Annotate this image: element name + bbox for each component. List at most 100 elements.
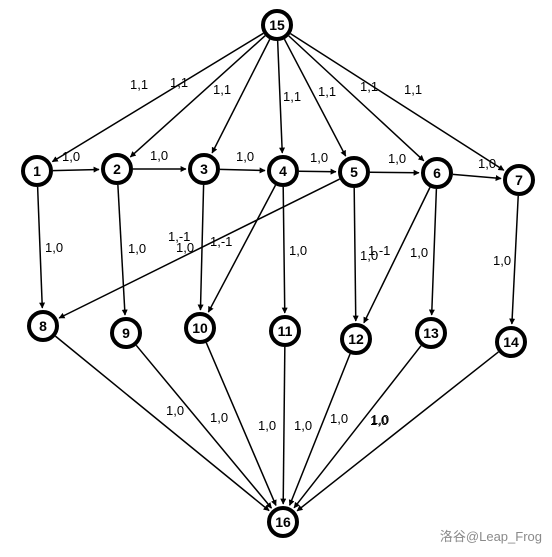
node-8: 8 <box>27 310 59 342</box>
node-label-7: 7 <box>515 172 523 188</box>
edge-label-5-6: 1,0 <box>388 151 406 166</box>
node-13: 13 <box>415 317 447 349</box>
node-circle-14 <box>495 326 527 358</box>
edge-label-2-3: 1,0 <box>150 148 168 163</box>
edge-15-3 <box>211 38 271 154</box>
node-7: 7 <box>503 164 535 196</box>
edge-label-2-9: 1,0 <box>128 241 146 256</box>
node-9: 9 <box>110 317 142 349</box>
node-label-2: 2 <box>113 161 121 177</box>
node-circle-16 <box>267 506 299 538</box>
edge-label-7-14: 1,0 <box>493 253 511 268</box>
node-2: 2 <box>101 153 133 185</box>
edge-label-8-16: 1,0 <box>166 403 184 418</box>
edge-5-6 <box>369 169 420 176</box>
node-label-4: 4 <box>279 163 287 179</box>
node-10: 10 <box>184 312 216 344</box>
node-label-15: 15 <box>269 17 285 33</box>
node-label-9: 9 <box>122 325 130 341</box>
node-label-11: 11 <box>278 323 293 339</box>
node-14: 14 <box>495 326 527 358</box>
edge-5-8 <box>58 178 340 319</box>
edge-8-16 <box>54 335 270 512</box>
edge-label-5-8: 1,-1 <box>168 229 190 244</box>
node-label-3: 3 <box>200 161 208 177</box>
edge-2-9 <box>117 184 128 316</box>
edge-4-10 <box>207 184 277 313</box>
edge-13-16 <box>293 345 422 509</box>
node-circle-2 <box>101 153 133 185</box>
node-circle-10 <box>184 312 216 344</box>
edge-label-6-7: 1,0 <box>478 156 496 171</box>
watermark: 洛谷@Leap_Frog <box>439 529 542 544</box>
edge-7-14 <box>509 195 519 325</box>
edge-15-4 <box>276 40 286 154</box>
node-circle-11 <box>269 315 301 347</box>
edge-15-2 <box>129 35 266 158</box>
edge-15-1 <box>51 32 264 163</box>
edge-label-6-12: 1,-1 <box>368 243 390 258</box>
node-label-8: 8 <box>39 318 47 334</box>
edge-label-4-5: 1,0 <box>310 150 328 165</box>
node-circle-15 <box>261 9 293 41</box>
edge-label-15-7: 1,1 <box>404 82 422 97</box>
node-circle-5 <box>338 156 370 188</box>
edge-label-13-16: 1,0 <box>370 413 388 428</box>
node-circle-9 <box>110 317 142 349</box>
edge-4-11 <box>281 186 288 314</box>
edge-11-16 <box>280 346 287 505</box>
node-circle-7 <box>503 164 535 196</box>
node-4: 4 <box>267 155 299 187</box>
node-circle-13 <box>415 317 447 349</box>
node-6: 6 <box>421 157 453 189</box>
edge-5-12 <box>352 187 359 322</box>
edge-label-11-16: 1,0 <box>294 418 312 433</box>
edge-1-2 <box>52 166 100 173</box>
edge-6-13 <box>428 188 438 316</box>
node-circle-3 <box>188 153 220 185</box>
node-circle-12 <box>340 323 372 355</box>
node-circle-1 <box>21 155 53 187</box>
node-15: 15 <box>261 9 293 41</box>
edge-10-16 <box>205 342 277 507</box>
edge-3-4 <box>219 167 266 174</box>
edge-label-6-13: 1,0 <box>410 245 428 260</box>
node-label-5: 5 <box>350 164 358 180</box>
node-label-6: 6 <box>433 165 441 181</box>
node-label-13: 13 <box>423 325 439 341</box>
node-12: 12 <box>340 323 372 355</box>
edge-15-5 <box>283 38 347 157</box>
edge-label-5-12: 1,0 <box>360 248 378 263</box>
edge-label-15-1: 1,1 <box>130 77 148 92</box>
node-3: 3 <box>188 153 220 185</box>
node-circle-8 <box>27 310 59 342</box>
edge-label-3-4: 1,0 <box>236 149 254 164</box>
node-circle-6 <box>421 157 453 189</box>
node-label-16: 16 <box>275 514 291 530</box>
edge-label-15-6: 1,1 <box>360 79 378 94</box>
edge-label-9-16: 1,0 <box>210 410 228 425</box>
edge-label-4-11: 1,0 <box>289 243 307 258</box>
edge-label-4-10: 1,-1 <box>210 234 232 249</box>
node-circle-4 <box>267 155 299 187</box>
edge-label-3-10: 1,0 <box>176 240 194 255</box>
edge-15-7 <box>290 32 505 171</box>
node-11: 11 <box>269 315 301 347</box>
edge-9-16 <box>135 344 273 509</box>
edge-6-7 <box>452 173 502 181</box>
edge-4-5 <box>298 168 337 175</box>
edge-label-10-16: 1,0 <box>258 418 276 433</box>
node-label-14: 14 <box>503 334 519 350</box>
node-16: 16 <box>267 506 299 538</box>
edge-label-1-2: 1,0 <box>62 149 80 164</box>
node-label-10: 10 <box>192 320 208 336</box>
edge-label-14-16: 1,0 <box>371 412 389 427</box>
edge-label-15-2: 1,1 <box>170 75 188 90</box>
edge-label-12-16: 1,0 <box>330 411 348 426</box>
node-1: 1 <box>21 155 53 187</box>
node-5: 5 <box>338 156 370 188</box>
node-label-1: 1 <box>33 163 41 179</box>
edge-1-8 <box>36 186 46 309</box>
edge-14-16 <box>296 351 499 512</box>
